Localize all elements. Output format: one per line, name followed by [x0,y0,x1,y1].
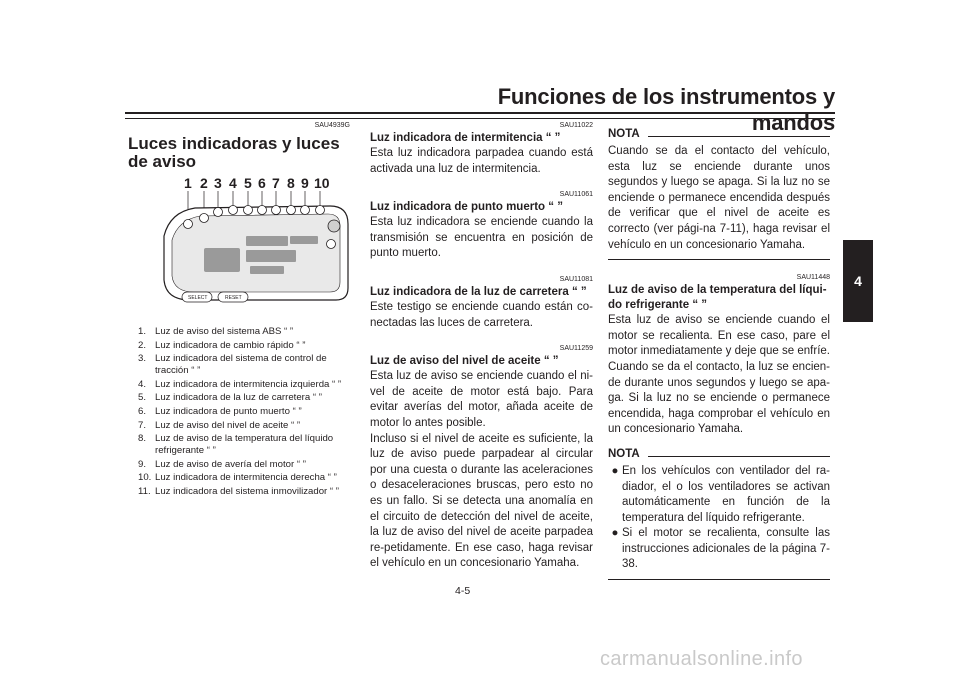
section-code: SAU11081 [559,275,593,283]
callout-8: 8 [287,175,295,191]
nota-heading: NOTA [608,128,830,140]
caption-num: 6. [138,405,147,417]
section-code: SAU4939G [314,122,350,129]
section-body: Esta luz indicadora se enciende cuando l… [370,216,593,260]
section-code: SAU11022 [559,122,593,129]
caption-num: 4. [138,378,147,390]
caption-text: Luz indicadora de intermitencia izquierd… [155,378,342,390]
caption-num: 1. [138,326,147,337]
section-code: SAU11448 [796,274,830,282]
caption-text: Luz indicadora del sistema inmovilizador… [155,485,339,497]
callout-2: 2 [200,175,208,191]
caption-text: Luz de aviso de avería del motor “ ” [155,458,306,470]
callout-10: 10 [314,175,330,191]
section-body: Esta luz indicadora parpadea cuando está… [370,147,593,175]
caption-num: 11. [138,485,151,497]
callout-7: 7 [272,175,280,191]
section-heading: Luces indicadoras y luces de aviso [128,134,340,171]
select-button: SELECT [188,295,207,301]
nota-text: Cuando se da el contacto del vehículo, e… [608,145,830,251]
watermark: carmanualsonline.info [600,648,803,670]
instrument-diagram: 1 2 3 4 5 6 7 8 9 10 11 [163,175,349,303]
section-body: Esta luz de aviso se enciende cuando el … [370,370,593,429]
caption-text: Luz indicadora de punto muerto “ ” [155,405,302,417]
section-title: Luz indicadora de punto muerto “ ” [370,201,563,214]
figure-captions: 1. Luz de aviso del sistema ABS “ ” 2. Luz… [138,326,358,500]
list-item: ●En los vehículos con ventilador del ra-… [608,464,830,526]
callout-5: 5 [244,175,252,191]
bullet-text: Si el motor se recalienta, consulte las … [622,527,830,571]
chapter-tab: 4 [843,240,873,322]
caption-num: 7. [138,419,147,431]
nota-heading: NOTA [608,448,830,460]
reset-button: RESET [225,295,242,301]
middle-column: SAU11022 Luz indicadora de intermitencia… [370,122,593,572]
caption-num: 3. [138,353,147,365]
caption-text: Luz de aviso del nivel de aceite “ ” [155,419,301,431]
callout-9: 9 [301,175,309,191]
nota-rule [608,259,830,261]
caption-text: Luz de aviso de la temperatura del líqui… [155,433,334,457]
chapter-title: Funciones de los instrumentos y mandos [497,84,836,135]
caption-num: 8. [138,433,147,445]
nota-label: NOTA [608,128,640,140]
caption-num: 9. [138,458,147,470]
caption-text: Luz de aviso del sistema ABS “ ” [155,326,294,337]
list-item: ●Si el motor se recalienta, consulte las… [608,526,830,573]
caption-num: 2. [138,339,147,351]
section-body: Este testigo se enciende cuando están co… [370,300,593,329]
section-code: SAU11259 [559,345,593,353]
right-column: NOTA Cuando se da el contacto del vehícu… [608,128,830,581]
nota-bullets: ●En los vehículos con ventilador del ra-… [608,464,830,573]
section-body-continued: Incluso si el nivel de aceite es suficie… [370,432,593,570]
callout-4: 4 [229,175,237,191]
section-title: Luz indicadora de intermitencia “ ” [370,132,561,144]
caption-num: 5. [138,392,147,404]
nota-rule [608,579,830,581]
bullet-text: En los vehículos con ventilador del ra-d… [622,464,830,524]
nota-label: NOTA [608,447,640,460]
section-code: SAU11061 [559,191,593,199]
caption-text: Luz indicadora de intermitencia derecha … [155,472,337,484]
callout-3: 3 [214,175,222,191]
callout-6: 6 [258,175,266,191]
caption-text: Luz indicadora de la luz de carretera “ … [155,392,322,404]
caption-text: Luz indicadora de cambio rápido “ ” [155,339,306,351]
section-body: Esta luz de aviso se enciende cuando el … [608,314,830,436]
instrument-figure: 1 2 3 4 5 6 7 8 9 10 11 [150,170,355,310]
callout-1: 1 [184,175,192,191]
page-number: 4-5 [455,585,471,597]
section-title: Luz de aviso del nivel de aceite “ ” [370,355,559,368]
section-title: Luz de aviso de la temperatura del líqui… [608,284,827,312]
header-rule-thin [125,118,835,119]
left-column: SAU4939G Luces indicadoras y luces de av… [128,122,350,171]
caption-num: 10. [138,472,152,484]
caption-text: Luz indicadora del sistema de control de… [155,353,327,377]
header-rule [125,112,835,114]
section-title: Luz indicadora de la luz de carretera “ … [370,285,587,298]
